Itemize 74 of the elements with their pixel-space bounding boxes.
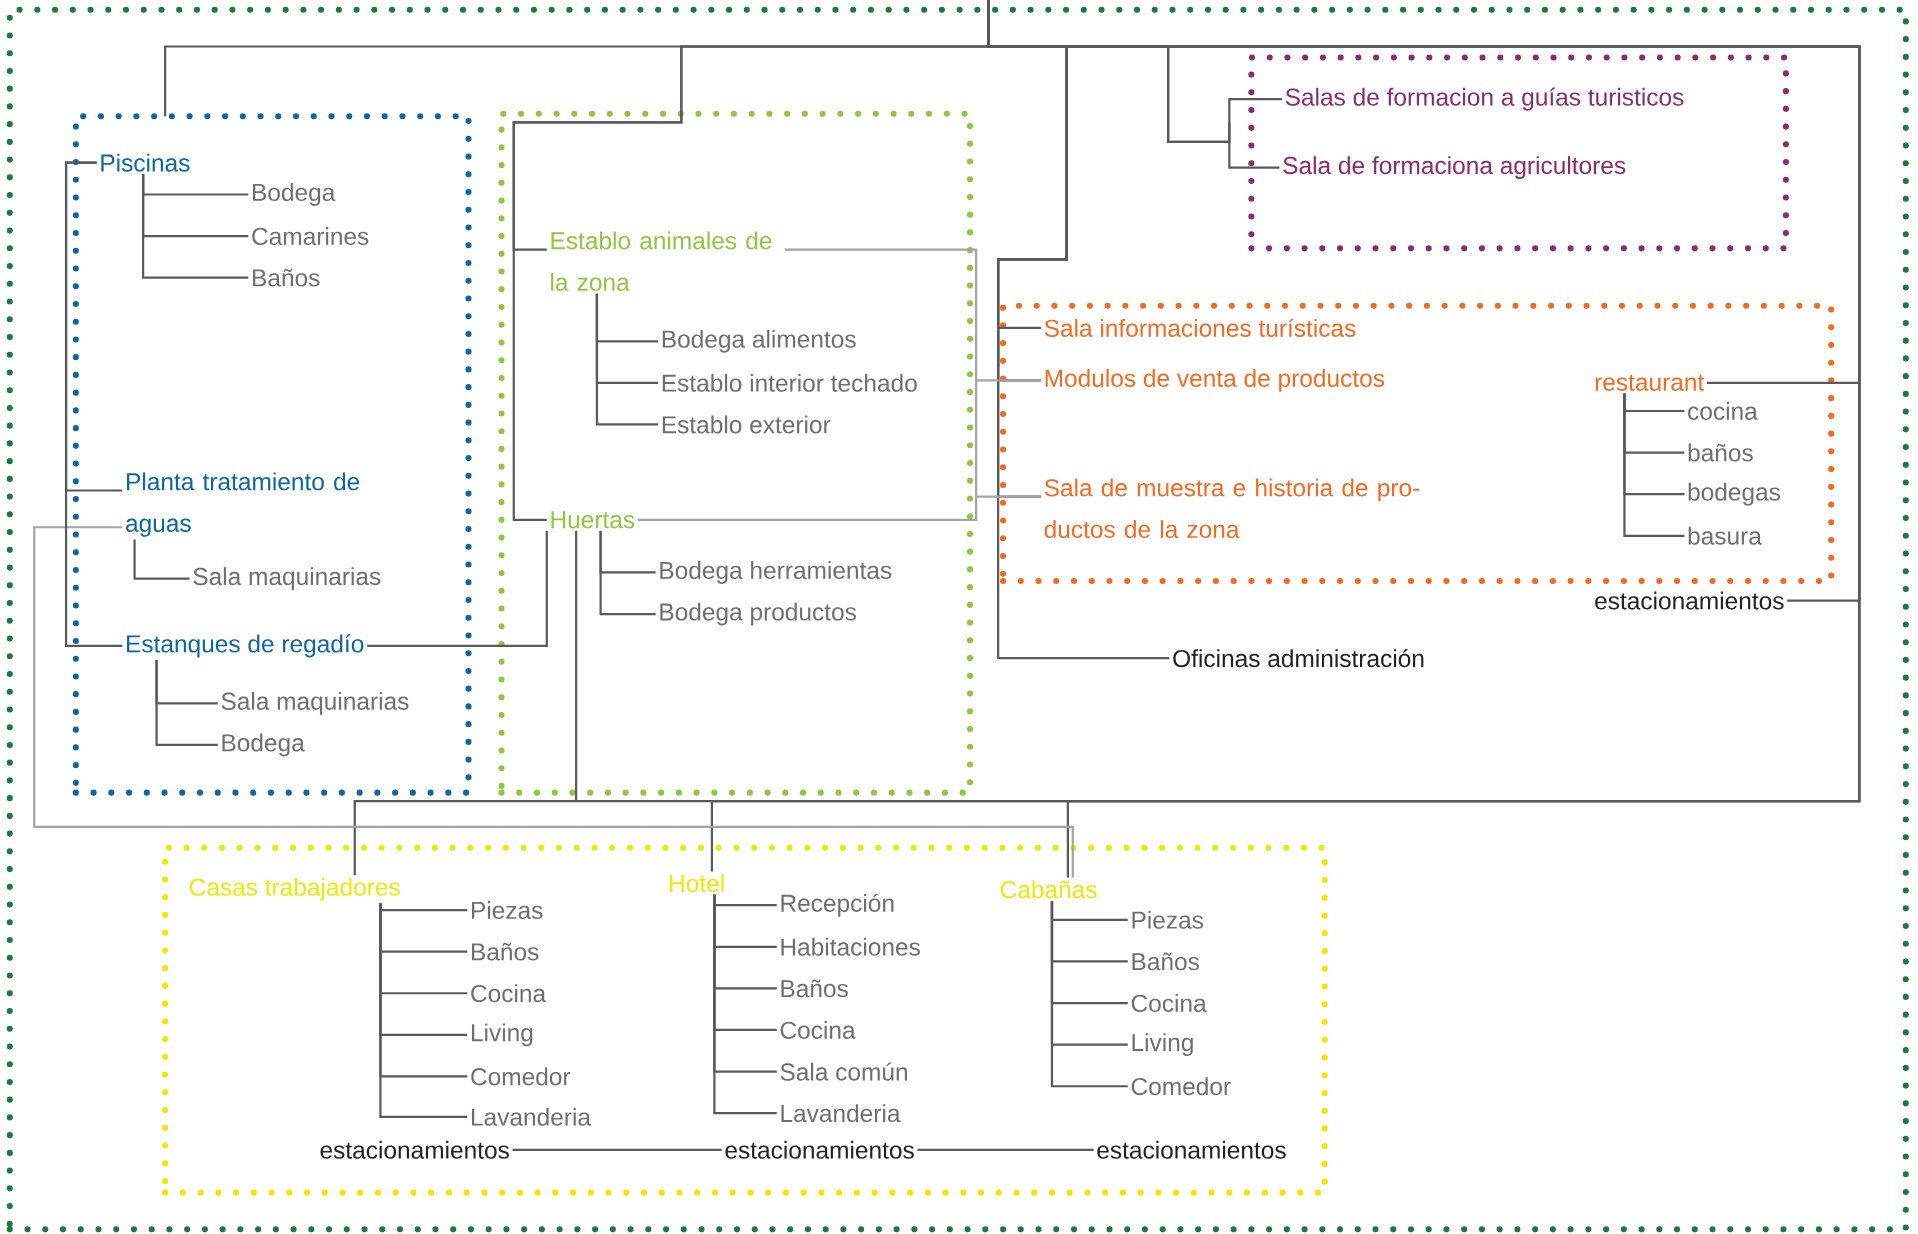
- room-label: Habitaciones: [781, 937, 920, 956]
- zone-label: Modulos de venta de productos: [1045, 368, 1385, 392]
- room-label: Cocina: [780, 1020, 856, 1039]
- room-label: Sala maquinarias: [193, 567, 381, 590]
- connector-line: [1050, 900, 1128, 1088]
- connector-line: [142, 174, 249, 279]
- zone-label: estacionamientos: [320, 1140, 509, 1159]
- connector-line: [713, 894, 777, 1115]
- connector-line: [33, 526, 1074, 878]
- zone-label: Cabañas: [1000, 880, 1097, 899]
- room-label: baños: [1688, 443, 1753, 462]
- connector-line: [1623, 393, 1685, 537]
- dotted-frame: [6, 6, 1909, 1233]
- room-label: Living: [1132, 1033, 1193, 1056]
- room-label: Bodega herramientas: [660, 560, 892, 584]
- zone-label: Establo animales de la zona: [551, 231, 772, 291]
- dotted-frame: [1000, 302, 1835, 584]
- zone-label: Sala de formaciona agricultores: [1283, 156, 1626, 179]
- connector-line: [64, 161, 123, 647]
- connector-line: [636, 248, 1043, 521]
- zone-label: Planta tratamiento de aguas: [126, 472, 360, 537]
- room-label: basura: [1688, 526, 1762, 545]
- zone-label: Sala informaciones turísticas: [1044, 318, 1356, 337]
- connector-line: [595, 293, 659, 426]
- room-label: Bodega: [253, 183, 336, 206]
- room-label: Cocina: [1131, 993, 1207, 1012]
- room-label: Living: [472, 1023, 533, 1047]
- zone-label: Salas de formacion a guías turisticos: [1285, 87, 1684, 111]
- room-label: Lavanderia: [781, 1104, 901, 1122]
- connector-line: [917, 1148, 1094, 1151]
- zone-label: estacionamientos: [1097, 1140, 1286, 1159]
- room-label: Piezas: [472, 901, 543, 919]
- room-label: Establo exterior: [662, 415, 831, 434]
- connector-line: [575, 531, 578, 802]
- zone-label: Estanques de regadío: [127, 634, 364, 658]
- dotted-frame: [498, 110, 974, 796]
- connector-line: [133, 539, 190, 580]
- room-label: Sala maquinarias: [221, 691, 409, 715]
- zone-label: Casas trabajadores: [189, 877, 400, 901]
- zone-label: estacionamientos: [1595, 591, 1784, 610]
- room-label: cocina: [1688, 401, 1758, 420]
- dotted-frame: [162, 844, 1328, 1196]
- room-label: Sala común: [780, 1062, 907, 1081]
- room-label: Piezas: [1132, 910, 1204, 929]
- dotted-frame: [1248, 54, 1789, 252]
- zone-label: Oficinas administración: [1173, 648, 1424, 668]
- room-label: Camarines: [252, 227, 369, 245]
- connector-line: [599, 531, 656, 616]
- room-label: bodegas: [1688, 482, 1781, 506]
- room-label: Lavanderia: [472, 1107, 591, 1126]
- zone-label: Huertas: [551, 511, 635, 529]
- connector-line: [155, 660, 218, 746]
- room-label: Baños: [781, 979, 848, 998]
- room-label: Comedor: [1131, 1077, 1231, 1096]
- room-label: Bodega: [222, 733, 305, 757]
- zone-label: Piscinas: [101, 153, 190, 172]
- connector-line: [512, 1148, 722, 1151]
- zone-label: Hotel: [670, 874, 724, 893]
- room-label: Establo interior techado: [662, 373, 917, 392]
- room-label: Bodega alimentos: [662, 329, 856, 353]
- room-label: Baños: [472, 942, 539, 961]
- zone-label: Sala de muestra e historia de pro- ductos de la zona: [1044, 478, 1420, 538]
- connector-line: [379, 903, 468, 1118]
- room-label: Bodega productos: [660, 602, 856, 626]
- dotted-frame: [72, 113, 472, 796]
- room-label: Baños: [1132, 952, 1199, 971]
- zone-label: restaurant: [1595, 374, 1705, 391]
- zone-label: estacionamientos: [725, 1140, 914, 1159]
- room-label: Baños: [253, 268, 320, 287]
- room-label: Comedor: [471, 1067, 571, 1086]
- connector-line: [367, 531, 548, 647]
- connector-line: [987, 0, 1861, 878]
- room-label: Recepción: [781, 893, 894, 917]
- room-label: Cocina: [471, 984, 547, 1003]
